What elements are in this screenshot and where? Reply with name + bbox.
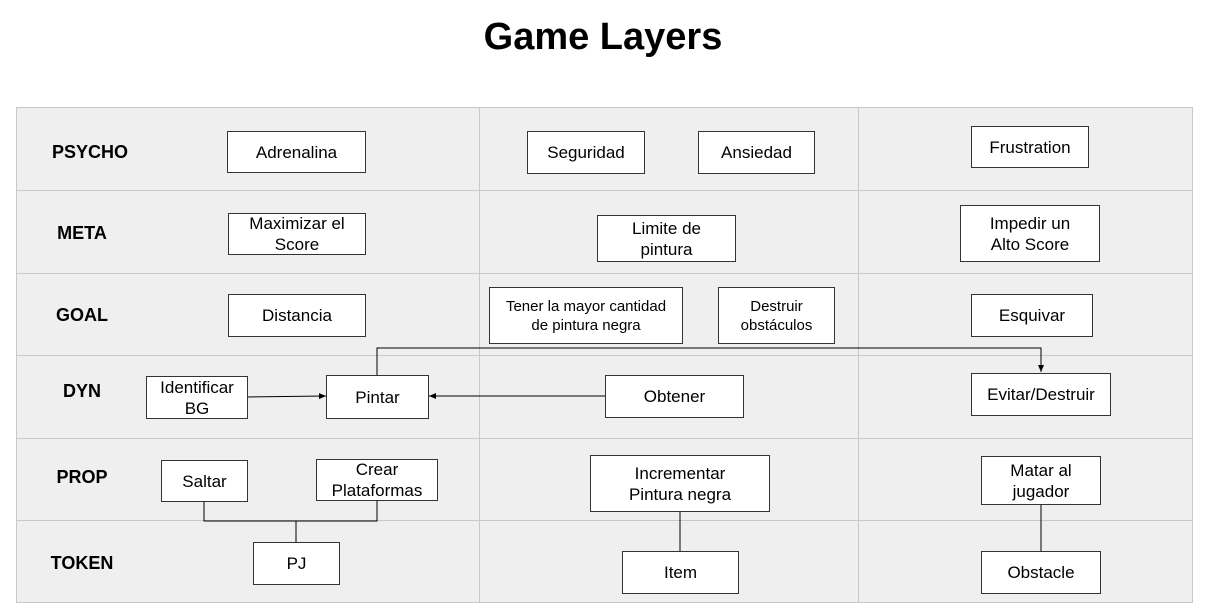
node-impedir-alto-score: Impedir un Alto Score	[960, 205, 1100, 262]
node-obtener: Obtener	[605, 375, 744, 418]
row-label-meta: META	[57, 223, 107, 243]
row-divider	[16, 190, 1193, 191]
row-label-goal: GOAL	[56, 305, 108, 325]
node-frustration: Frustration	[971, 126, 1089, 168]
node-crear-plataformas: Crear Plataformas	[316, 459, 438, 501]
node-adrenalina: Adrenalina	[227, 131, 366, 173]
column-divider	[858, 107, 859, 603]
node-obstacle: Obstacle	[981, 551, 1101, 594]
diagram-title: Game Layers	[483, 16, 723, 58]
node-esquivar: Esquivar	[971, 294, 1093, 337]
node-item: Item	[622, 551, 739, 594]
node-incrementar-pintura: Incrementar Pintura negra	[590, 455, 770, 512]
node-destruir-obstaculos: Destruir obstáculos	[718, 287, 835, 344]
node-tener-pintura-negra: Tener la mayor cantidad de pintura negra	[489, 287, 683, 344]
node-ansiedad: Ansiedad	[698, 131, 815, 174]
row-label-dyn: DYN	[62, 381, 101, 401]
row-label-token: TOKEN	[50, 553, 114, 573]
node-distancia: Distancia	[228, 294, 366, 337]
node-matar-jugador: Matar al jugador	[981, 456, 1101, 505]
node-maximizar-score: Maximizar el Score	[228, 213, 366, 255]
row-divider	[16, 355, 1193, 356]
node-seguridad: Seguridad	[527, 131, 645, 174]
row-divider	[16, 273, 1193, 274]
row-divider	[16, 438, 1193, 439]
row-divider	[16, 520, 1193, 521]
node-pj: PJ	[253, 542, 340, 585]
node-evitar-destruir: Evitar/Destruir	[971, 373, 1111, 416]
node-identificar-bg: Identificar BG	[146, 376, 248, 419]
node-pintar: Pintar	[326, 375, 429, 419]
node-saltar: Saltar	[161, 460, 248, 502]
row-label-psycho: PSYCHO	[51, 142, 129, 162]
node-limite-pintura: Limite de pintura	[597, 215, 736, 262]
column-divider	[479, 107, 480, 603]
row-label-prop: PROP	[56, 467, 108, 487]
